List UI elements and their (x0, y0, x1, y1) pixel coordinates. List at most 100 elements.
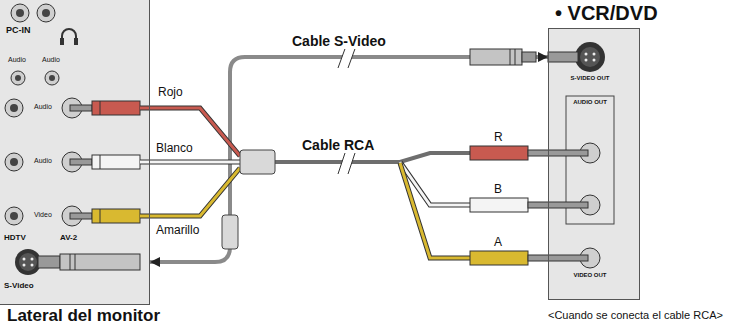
monitor-panel (31, 258, 34, 261)
s-video-plug-monitor (38, 254, 140, 270)
rca-plug-monitor (70, 213, 92, 219)
monitor-panel (0, 0, 150, 305)
monitor-panel (11, 71, 25, 85)
rca-plug-monitor (70, 159, 92, 165)
monitor-panel (10, 158, 18, 166)
cable-clamp (240, 150, 275, 174)
port-label: PC-IN (6, 26, 31, 36)
monitor-panel (10, 104, 18, 112)
cable-clamp (222, 150, 275, 249)
vcr-panel (593, 53, 596, 56)
rca-plug-vcr (528, 150, 588, 156)
rca-plug-vcr (470, 251, 528, 265)
port-label: AV-2 (60, 234, 77, 243)
rca-wires (140, 160, 240, 165)
vcr-panel (585, 53, 588, 56)
monitor-panel (15, 249, 41, 275)
monitor-panel (45, 71, 59, 85)
monitor-panel (16, 9, 24, 17)
wire-color-label: Amarillo (156, 224, 199, 237)
rca-wires (140, 108, 240, 156)
vcr-dvd-panel: • VCR/DVD (548, 28, 640, 300)
monitor-panel (10, 212, 18, 220)
rca-plug-vcr (528, 202, 588, 208)
s-video-plug-vcr (470, 49, 578, 65)
monitor-panel (37, 4, 55, 22)
monitor-panel (62, 29, 76, 42)
s-video-plug-monitor (75, 254, 76, 270)
wire-color-label: Rojo (158, 86, 183, 99)
port-label: AUDIO OUT (570, 99, 610, 106)
rca-wires (140, 168, 240, 216)
monitor-panel (0, 0, 150, 305)
monitor-panel (19, 253, 37, 271)
port-label: Audio (34, 103, 52, 111)
port-label: Video (34, 211, 52, 219)
wire-color-label: Blanco (156, 142, 193, 155)
cable-label: Cable S-Video (290, 34, 388, 49)
rca-wires (400, 163, 470, 258)
s-video-plug-vcr (548, 52, 578, 62)
monitor-side-panel: Lateral del monitor (0, 0, 150, 305)
monitor-panel (5, 207, 23, 225)
s-video-plug-vcr (470, 49, 522, 65)
rca-wires (400, 163, 470, 258)
rca-plug-monitor (100, 209, 101, 223)
rca-wires (140, 108, 240, 156)
monitor-panel (23, 258, 26, 261)
monitor-panel (60, 38, 64, 45)
s-video-plug-vcr (510, 49, 511, 65)
s-video-plug-vcr (515, 49, 516, 65)
monitor-panel (42, 9, 50, 17)
panel-heading: Lateral del monitor (7, 307, 160, 326)
plug-letter: B (494, 183, 502, 196)
monitor-panel (15, 75, 21, 81)
plug-letter: A (494, 236, 502, 249)
rca-plug-vcr (528, 255, 588, 261)
rca-plug-monitor (92, 101, 140, 115)
vcr-panel (585, 59, 588, 62)
rca-plug-monitor (70, 105, 92, 111)
port-label: S-Video (4, 282, 34, 291)
port-label: VIDEO OUT (566, 272, 614, 279)
monitor-panel (31, 264, 34, 267)
plug-letter: R (494, 131, 503, 144)
cable-break-mark (338, 150, 346, 174)
s-video-plug-monitor (38, 256, 60, 268)
rca-plug-monitor (92, 155, 140, 169)
rca-wires (140, 168, 240, 216)
monitor-panel (5, 153, 23, 171)
port-label: HDTV (4, 234, 26, 243)
s-video-plug-vcr (522, 52, 536, 62)
rca-plug-vcr (470, 146, 528, 160)
monitor-panel (5, 99, 23, 117)
cable-clamp (222, 215, 238, 249)
cable-label: Cable RCA (300, 138, 376, 153)
rca-plug-monitor (100, 101, 101, 115)
cable-break-mark (338, 150, 356, 174)
rca-plug-monitor (70, 101, 140, 223)
monitor-panel (11, 4, 29, 22)
port-label: Audio (8, 56, 26, 64)
port-label: Audio (34, 157, 52, 165)
figure-caption: <Cuando se conecta el cable RCA> (548, 309, 723, 321)
rca-plug-monitor (92, 209, 140, 223)
cable-break-mark (338, 46, 356, 174)
rca-wires (140, 161, 240, 164)
rca-plug-vcr (470, 146, 588, 265)
rca-wires (140, 108, 470, 258)
port-label: Audio (42, 56, 60, 64)
cable-break-mark (348, 150, 356, 174)
monitor-panel (23, 264, 26, 267)
s-video-plug-monitor (60, 254, 140, 270)
rca-plug-vcr (470, 198, 528, 212)
vcr-panel (593, 59, 596, 62)
vcr-panel (580, 47, 600, 67)
s-video-plug-monitor (70, 254, 71, 270)
port-label: S-VIDEO OUT (568, 75, 612, 82)
vcr-panel (575, 42, 605, 72)
panel-heading: • VCR/DVD (555, 2, 658, 24)
rca-plug-monitor (100, 155, 101, 169)
monitor-panel (49, 75, 55, 81)
